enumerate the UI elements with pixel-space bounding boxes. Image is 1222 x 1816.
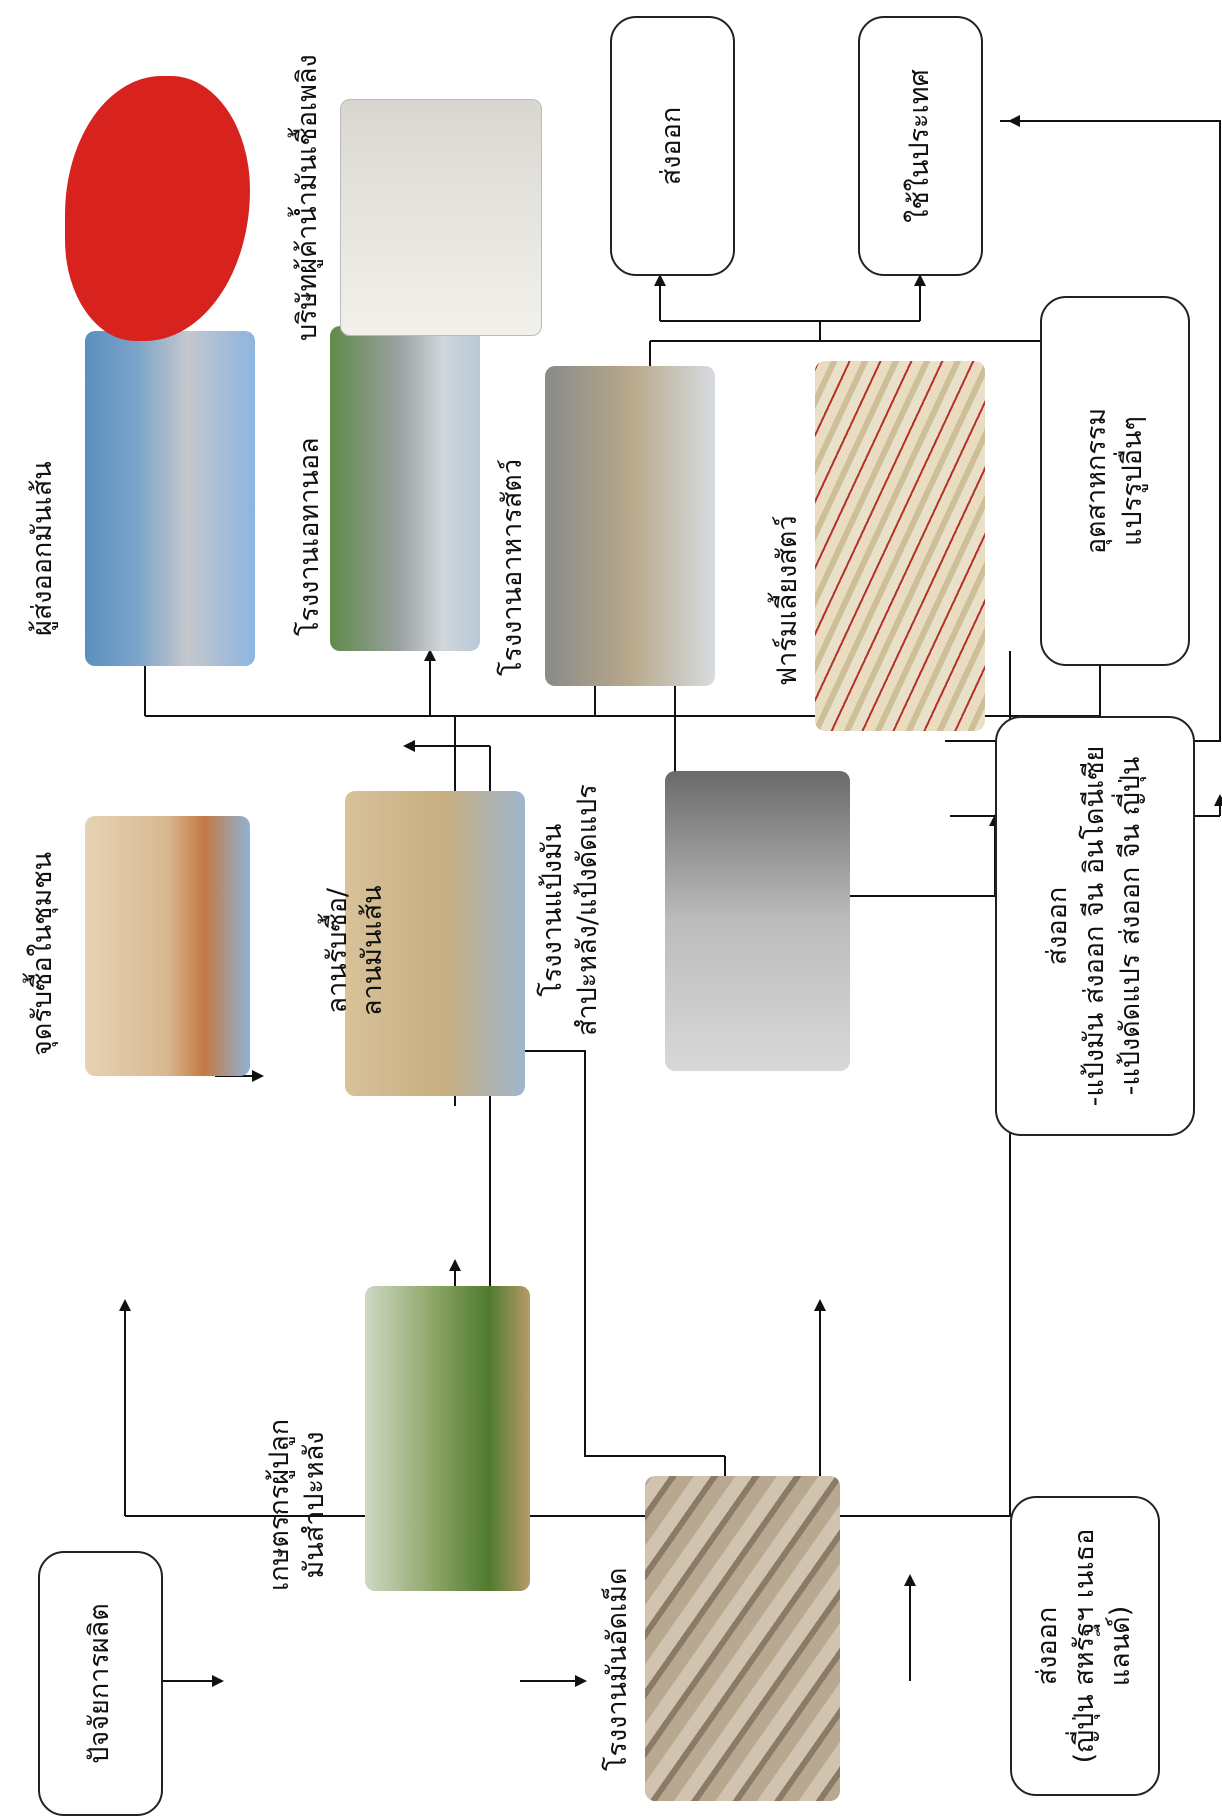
fuel-company-label: บริษัทผู้ค้าน้ำมันเชื้อเพลิง (290, 54, 325, 341)
export-starch-line3: -แป้งดัดแปร ส่งออก จีน ญี่ปุ่น (1113, 757, 1149, 1096)
export-chips-line2: (ญี่ปุ่น สหรัฐฯ เนเธอแลนด์) (1067, 1498, 1140, 1794)
farmers-line1: เกษตรกรผู้ปลูก (262, 1419, 297, 1591)
yard-label: ลานรับซื้อ/ ลานมันเส้น (320, 885, 390, 1016)
starch-factory-label: โรงงานแป้งมัน สำปะหลัง/แป้งดัดแปร (535, 784, 605, 1036)
farmers-label: เกษตรกรผู้ปลูก มันสำปะหลัง (262, 1419, 332, 1591)
starch-factory-line1: โรงงานแป้งมัน (535, 784, 570, 1036)
starch-factory-line2: สำปะหลัง/แป้งดัดแปร (570, 784, 605, 1036)
feed-factory-label: โรงงานอาหารสัตว์ (495, 459, 530, 676)
farmers-line2: มันสำปะหลัง (297, 1419, 332, 1591)
feed-mill-photo (545, 366, 715, 686)
other-industry-box: อุตสาหกรรม แปรรูปอื่นๆ (1040, 296, 1190, 666)
livestock-farm-label: ฟาร์มเลี้ยงสัตว์ (770, 515, 805, 686)
pellets-photo (645, 1476, 840, 1801)
export-starch-box: ส่งออก -แป้งมัน ส่งออก จีน อินโดนีเซีย -… (995, 716, 1195, 1136)
poultry-farm-photo (815, 361, 985, 731)
export-chips-line1: ส่งออก (1030, 1607, 1066, 1685)
other-industry-line1: อุตสาหกรรม (1079, 408, 1115, 554)
export-box: ส่งออก (610, 16, 735, 276)
export-label: ส่งออก (654, 107, 690, 185)
export-starch-line1: ส่งออก (1040, 887, 1076, 965)
community-point-photo (85, 816, 250, 1076)
cassava-field-photo (365, 1286, 530, 1591)
yard-line2: ลานมันเส้น (355, 885, 390, 1016)
ethanol-plant-photo (330, 326, 480, 651)
export-chips-box: ส่งออก (ญี่ปุ่น สหรัฐฯ เนเธอแลนด์) (1010, 1496, 1160, 1796)
community-point-label: จุดรับซื้อในชุมชน (25, 852, 60, 1056)
domestic-box: ใช้ในประเทศ (858, 16, 983, 276)
yard-line1: ลานรับซื้อ/ (320, 885, 355, 1016)
other-industry-line2: แปรรูปอื่นๆ (1115, 416, 1151, 546)
inputs-box: ปัจจัยการผลิต (38, 1551, 163, 1816)
fuel-dispenser-photo (340, 99, 542, 336)
chip-exporter-label: ผู้ส่งออกมันเส้น (25, 461, 60, 636)
ethanol-factory-label: โรงงานเอทานอล (292, 437, 327, 636)
domestic-label: ใช้ในประเทศ (902, 69, 938, 222)
inputs-label: ปัจจัยการผลิต (82, 1603, 118, 1764)
pellet-factory-label: โรงงานมันอัดเม็ด (600, 1567, 635, 1771)
export-starch-line2: -แป้งมัน ส่งออก จีน อินโดนีเซีย (1077, 746, 1113, 1107)
port-photo (85, 331, 255, 666)
starch-warehouse-photo (665, 771, 850, 1071)
